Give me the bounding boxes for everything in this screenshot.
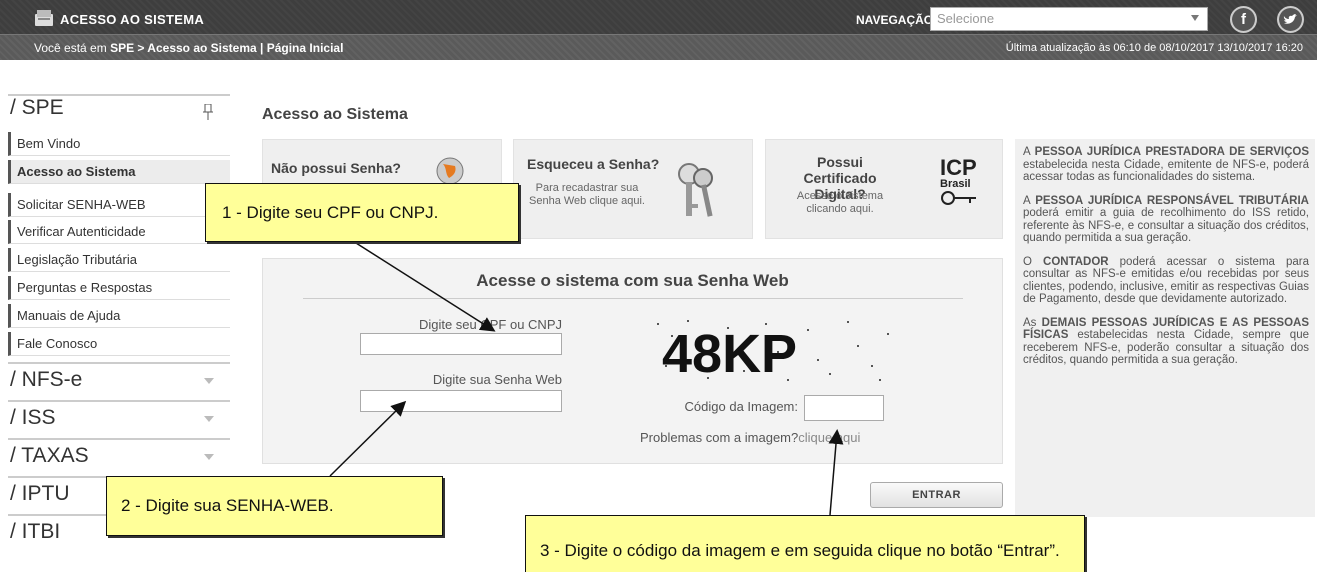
captcha-image: 48KP	[657, 320, 889, 384]
key-icon	[941, 191, 976, 205]
card-title: Não possui Senha?	[271, 160, 401, 176]
sidebar-item-solicitar-senha-web[interactable]: Solicitar SENHA-WEB	[8, 193, 230, 217]
twitter-icon	[1279, 8, 1302, 31]
breadcrumb-path: Você está em SPE > Acesso ao Sistema | P…	[34, 41, 343, 55]
sidebar-section-iss[interactable]: / ISS	[8, 406, 230, 436]
card-forgot-password[interactable]: Esqueceu a Senha? Para recadastrar sua S…	[513, 139, 753, 239]
system-access-icon	[35, 10, 53, 26]
sidebar-section-spe[interactable]: / SPE	[8, 96, 230, 126]
card-digital-certificate[interactable]: Possui Certificado Digital? Acesse o sis…	[765, 139, 1003, 239]
logo-text: ICP	[940, 155, 977, 180]
sidebar-item-acesso-ao-sistema[interactable]: Acesso ao Sistema	[8, 160, 230, 184]
callout-step-1: 1 - Digite seu CPF ou CNPJ.	[205, 183, 519, 242]
card-title-line: Digital?	[814, 186, 866, 202]
info-highlight: CONTADOR	[1043, 255, 1109, 268]
captcha-help-text: Problemas com a imagem?	[640, 430, 799, 445]
card-text-line: clicando aqui.	[806, 203, 874, 215]
captcha-text: 48KP	[662, 324, 797, 384]
sidebar-section-label: / ITBI	[10, 520, 61, 543]
arrow-to-password	[329, 400, 407, 477]
info-text: estabelecidas nesta Cidade, sempre que r…	[1023, 329, 1309, 366]
page-title: Acesso ao Sistema	[262, 106, 408, 123]
breadcrumb-prefix: Você está em	[34, 41, 107, 55]
arrow-to-cpf	[355, 242, 496, 332]
enter-button[interactable]: ENTRAR	[870, 482, 1003, 508]
last-update: Última atualização às 06:10 de 08/10/201…	[1005, 42, 1303, 54]
sidebar-item-bem-vindo[interactable]: Bem Vindo	[8, 132, 230, 156]
sidebar-section-nfse[interactable]: / NFS-e	[8, 368, 230, 398]
divider	[8, 400, 230, 402]
callout-step-3: 3 - Digite o código da imagem e em segui…	[525, 515, 1085, 572]
divider	[303, 298, 963, 299]
card-title: Possui Certificado Digital?	[780, 154, 900, 202]
card-text: Para recadastrar sua Senha Web clique aq…	[522, 182, 652, 208]
login-title: Acesse o sistema com sua Senha Web	[476, 271, 789, 290]
info-paragraph: A PESSOA JURÍDICA RESPONSÁVEL TRIBUTÁRIA…	[1023, 195, 1309, 245]
sidebar-item-perguntas-e-respostas[interactable]: Perguntas e Respostas	[8, 276, 230, 300]
info-text: As	[1023, 316, 1042, 329]
card-text: Acesse o sistema clicando aqui.	[780, 190, 900, 216]
breadcrumb: Você está em SPE > Acesso ao Sistema | P…	[0, 34, 1317, 60]
info-text: poderá emitir a guia de recolhimento do …	[1023, 207, 1309, 244]
sidebar-section-label: / ISS	[10, 406, 56, 429]
card-title-line: Possui Certificado	[803, 154, 877, 186]
password-input[interactable]	[360, 390, 562, 412]
sidebar-section-label: / SPE	[10, 96, 64, 119]
info-text: O	[1023, 255, 1044, 268]
info-text: A	[1023, 194, 1036, 207]
breadcrumb-trail: SPE > Acesso ao Sistema | Página Inicial	[110, 41, 344, 55]
divider	[8, 94, 230, 96]
login-panel: Acesse o sistema com sua Senha Web	[262, 258, 1003, 464]
logo-text: Brasil	[940, 178, 971, 190]
info-paragraph: O CONTADOR poderá acessar o sistema para…	[1023, 256, 1309, 306]
quick-nav-value: Selecione	[937, 11, 995, 26]
info-text: estabelecida nesta Cidade, emitente de N…	[1023, 158, 1309, 184]
arrow-to-captcha	[828, 429, 844, 516]
sidebar-section-taxas[interactable]: / TAXAS	[8, 444, 230, 474]
card-title: Esqueceu a Senha?	[527, 156, 660, 172]
info-highlight: DEMAIS PESSOAS JURÍDICAS E AS PESSOAS FÍ…	[1023, 316, 1309, 342]
info-highlight: PESSOA JURÍDICA RESPONSÁVEL TRIBUTÁRIA	[1035, 194, 1309, 207]
captcha-input[interactable]	[804, 395, 884, 421]
divider	[8, 438, 230, 440]
top-bar: ACESSO AO SISTEMA NAVEGAÇÃO RÁPIDA Selec…	[0, 0, 1317, 60]
cpf-input[interactable]	[360, 333, 562, 355]
sidebar-item-legislacao-tributaria[interactable]: Legislação Tributária	[8, 248, 230, 272]
info-text: poderá acessar o sistema para consultar …	[1023, 255, 1310, 306]
info-paragraph: As DEMAIS PESSOAS JURÍDICAS E AS PESSOAS…	[1023, 317, 1309, 367]
keys-icon	[678, 163, 713, 217]
twitter-button[interactable]	[1277, 6, 1304, 33]
chevron-down-icon	[204, 454, 214, 460]
divider	[8, 362, 230, 364]
chevron-down-icon	[1191, 15, 1199, 21]
card-text-line: Acesse o sistema	[796, 190, 884, 202]
icp-brasil-logo: ICP Brasil	[940, 155, 982, 214]
facebook-button[interactable]: f	[1230, 6, 1257, 33]
quick-nav-select[interactable]: Selecione	[930, 7, 1208, 31]
sidebar-section-label: / NFS-e	[10, 368, 83, 391]
chevron-down-icon	[204, 378, 214, 384]
sidebar-item-manuais-de-ajuda[interactable]: Manuais de Ajuda	[8, 304, 230, 328]
card-text-line: Senha Web clique aqui.	[529, 195, 645, 207]
sidebar-item-verificar-autenticidade[interactable]: Verificar Autenticidade	[8, 220, 230, 244]
password-label: Digite sua Senha Web	[432, 372, 562, 387]
captcha-label: Código da Imagem:	[684, 399, 798, 414]
info-panel: A PESSOA JURÍDICA PRESTADORA DE SERVIÇOS…	[1015, 139, 1315, 517]
sidebar-item-fale-conosco[interactable]: Fale Conosco	[8, 332, 230, 356]
sidebar-section-label: / IPTU	[10, 482, 70, 505]
info-text: A	[1023, 146, 1035, 158]
card-text-line: Para recadastrar sua	[535, 182, 639, 194]
chevron-down-icon	[204, 416, 214, 422]
facebook-icon: f	[1232, 8, 1255, 31]
info-highlight: PESSOA JURÍDICA PRESTADORA DE SERVIÇOS	[1034, 146, 1310, 158]
callout-step-2: 2 - Digite sua SENHA-WEB.	[106, 476, 443, 536]
app-title: ACESSO AO SISTEMA	[60, 12, 205, 27]
pin-icon	[203, 103, 213, 123]
info-paragraph: A PESSOA JURÍDICA PRESTADORA DE SERVIÇOS…	[1023, 146, 1309, 184]
sidebar-section-label: / TAXAS	[10, 444, 89, 467]
